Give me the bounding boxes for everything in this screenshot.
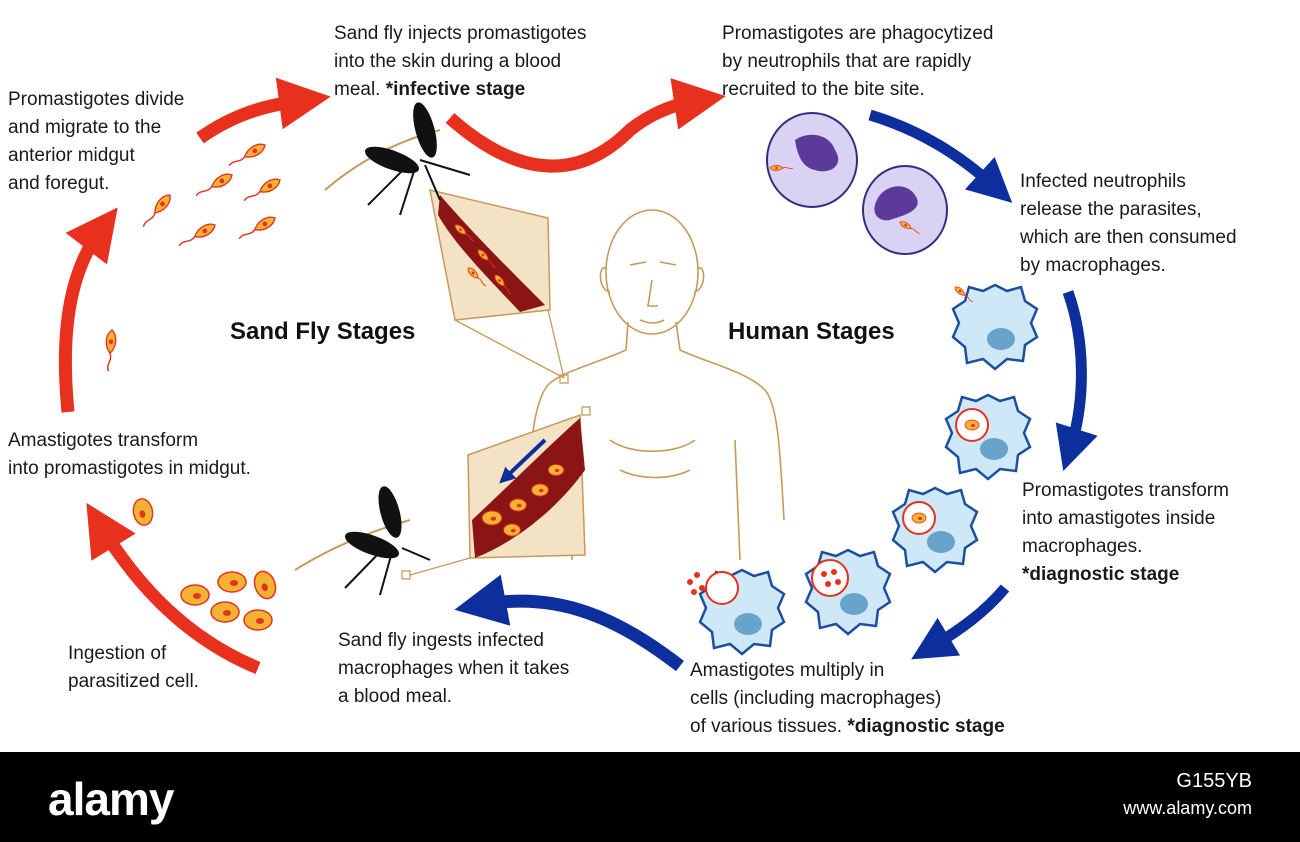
step-ingestion: Ingestion of parasitized cell.	[68, 643, 199, 692]
promastigote-midgut	[102, 328, 118, 373]
step-multiply: Amastigotes multiply in cells (including…	[690, 657, 1005, 741]
arrow-sandfly-to-skin	[196, 77, 331, 144]
step-multiply-emphasis: *diagnostic stage	[847, 716, 1005, 737]
step-transform-amastigote-text: Promastigotes transform into amastigotes…	[1022, 480, 1229, 557]
injection-skin-inset	[429, 189, 569, 384]
step-inject: Sand fly injects promastigotes into the …	[334, 20, 586, 104]
step-inject-text: Sand fly injects promastigotes into the …	[334, 23, 587, 100]
macrophage-bursting	[687, 568, 786, 656]
step-release: Infected neutrophils release the parasit…	[1020, 171, 1237, 276]
bloodmeal-skin-inset	[401, 406, 591, 580]
arrow-to-multiply	[911, 584, 1010, 660]
step-multiply-text: Amastigotes multiply in cells (including…	[690, 660, 942, 737]
arrow-to-sandfly-ingest	[454, 574, 684, 672]
site-url: www.alamy.com	[1123, 798, 1252, 818]
stock-footer-bar: alamy G155YB www.alamy.com	[0, 752, 1300, 842]
human-stages-heading: Human Stages	[728, 318, 895, 345]
step-ingests: Sand fly ingests infected macrophages wh…	[338, 630, 570, 707]
arrow-ingestion	[86, 502, 261, 675]
sand-fly-upper	[324, 102, 471, 216]
neutrophil-2	[862, 165, 948, 255]
neutrophil-1	[766, 112, 858, 208]
sand-fly-lower	[294, 486, 431, 596]
arrow-to-macrophage	[1055, 290, 1098, 471]
arrow-injection	[445, 78, 726, 173]
alamy-logo: alamy	[48, 773, 174, 825]
macrophage-multiplying	[804, 548, 892, 636]
macrophage-amastigote	[891, 486, 979, 574]
amastigote-cluster	[130, 496, 280, 631]
step-phagocytized: Promastigotes are phagocytized by neutro…	[722, 23, 994, 100]
step-transform-promastigote: Amastigotes transform into promastigotes…	[8, 430, 251, 479]
macrophage-transforming	[944, 393, 1032, 481]
macrophage-consuming	[951, 283, 1039, 371]
step-divide: Promastigotes divide and migrate to the …	[8, 89, 185, 194]
step-transform-amastigote: Promastigotes transform into amastigotes…	[1022, 477, 1229, 589]
image-id: G155YB	[1176, 770, 1252, 792]
step-inject-emphasis: *infective stage	[385, 79, 526, 100]
step-transform-amastigote-emphasis: *diagnostic stage	[1022, 564, 1180, 585]
leishmaniasis-life-cycle-diagram	[58, 77, 1098, 675]
arrow-to-neutrophil-release	[868, 109, 1013, 203]
arrow-midgut-upward	[58, 207, 118, 413]
sand-fly-stages-heading: Sand Fly Stages	[230, 318, 416, 345]
